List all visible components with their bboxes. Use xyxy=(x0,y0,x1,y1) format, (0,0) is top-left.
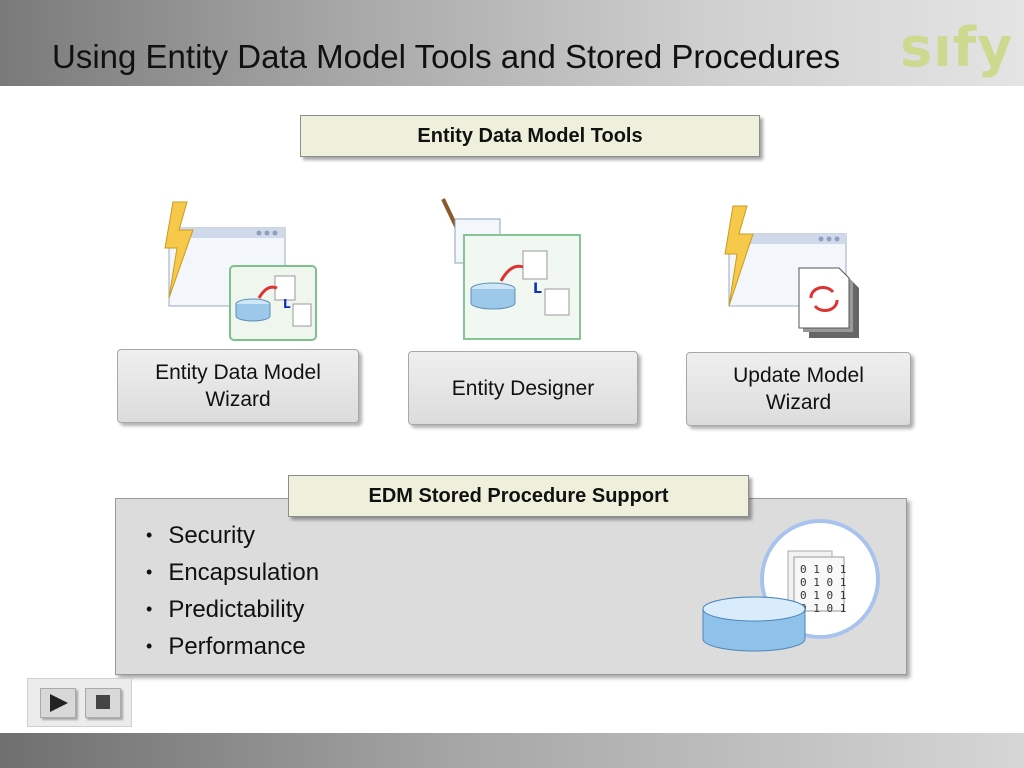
update-wizard-icon xyxy=(724,205,859,338)
list-item: Predictability xyxy=(146,595,319,632)
svg-text:L: L xyxy=(283,297,291,311)
entity-data-model-wizard-label: Entity Data Model Wizard xyxy=(117,349,359,423)
play-icon xyxy=(50,694,68,712)
database-binary-icon: 0 1 0 1 0 1 0 1 0 1 0 1 0 1 0 1 xyxy=(702,519,880,652)
binary-row: 0 1 0 1 xyxy=(800,576,846,589)
list-item: Encapsulation xyxy=(146,558,319,595)
binary-row: 0 1 0 1 xyxy=(800,563,846,576)
designer-icon: L xyxy=(441,198,581,340)
title-bar xyxy=(0,0,1024,86)
tool-label-line2: Wizard xyxy=(205,388,271,411)
feature-list: Security Encapsulation Predictability Pe… xyxy=(146,521,319,669)
tools-section-heading: Entity Data Model Tools xyxy=(300,115,760,157)
tool-label-line1: Entity Designer xyxy=(451,376,595,400)
stored-procedure-heading: EDM Stored Procedure Support xyxy=(288,475,749,517)
entity-designer-label: Entity Designer xyxy=(408,351,638,425)
tool-label-line1: Entity Data Model xyxy=(155,361,321,384)
binary-row: 0 1 0 1 xyxy=(800,602,846,615)
play-button[interactable] xyxy=(40,688,76,718)
footer-bar xyxy=(0,733,1024,768)
stop-button[interactable] xyxy=(85,688,121,718)
binary-row: 0 1 0 1 xyxy=(800,589,846,602)
tool-label-line2: Wizard xyxy=(765,391,832,414)
wizard-icon: L xyxy=(164,201,317,341)
stop-icon xyxy=(96,695,110,709)
list-item: Security xyxy=(146,521,319,558)
slide-title: Using Entity Data Model Tools and Stored… xyxy=(52,38,841,75)
playback-controls xyxy=(27,678,132,727)
stored-procedure-panel: Security Encapsulation Predictability Pe… xyxy=(115,498,907,675)
tool-label-line1: Update Model xyxy=(733,364,864,387)
update-model-wizard-label: Update Model Wizard xyxy=(686,352,911,426)
list-item: Performance xyxy=(146,632,319,669)
sify-logo: sıfy xyxy=(900,16,1014,79)
svg-text:L: L xyxy=(533,281,542,297)
